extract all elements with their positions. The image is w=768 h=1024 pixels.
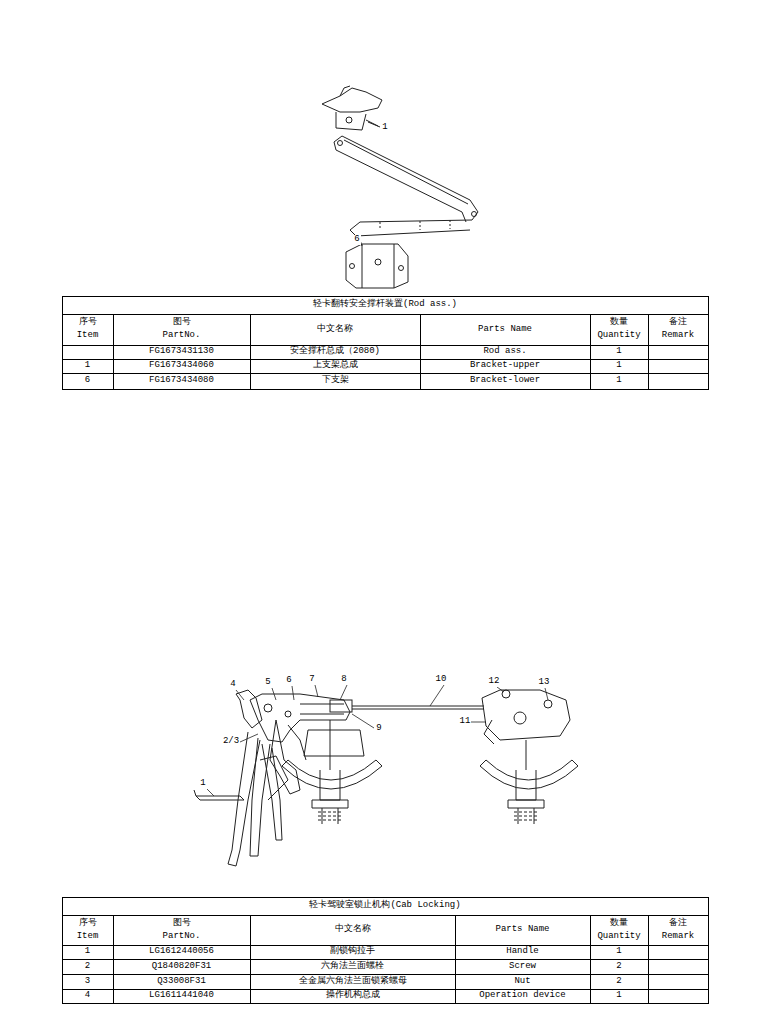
table-cell: 2 xyxy=(590,974,648,989)
table-cell: 数量 xyxy=(590,315,648,331)
callout-text: 13 xyxy=(538,678,551,688)
callout-text: 1 xyxy=(199,779,206,789)
table-cell: 4 xyxy=(62,989,113,1003)
callout-text: 1 xyxy=(381,123,388,133)
table-cell: 数量 xyxy=(590,916,648,931)
table-cell: 下支架 xyxy=(250,373,420,389)
callout-text: 10 xyxy=(435,675,448,685)
lock-hook xyxy=(282,720,382,824)
callout-text: 8 xyxy=(340,675,347,685)
table-cell: Handle xyxy=(455,945,590,959)
table-cell: Item xyxy=(62,329,113,345)
callout-number: 9 xyxy=(369,723,389,735)
callout-number: 8 xyxy=(334,674,354,686)
upper-bracket xyxy=(322,86,382,130)
callout-number: 12 xyxy=(484,676,504,688)
table-cell: 1 xyxy=(590,345,648,359)
table-cell: 中文名称 xyxy=(250,314,420,345)
table-cell: 序号 xyxy=(62,315,113,331)
callout-number: 6 xyxy=(347,234,367,246)
table-cell: 安全撑杆总成（2080) xyxy=(250,345,420,359)
table-cell: 轻卡驾驶室锁止机构(Cab Locking) xyxy=(62,897,708,915)
table-cell: 1 xyxy=(62,359,113,373)
table-cell: 备注 xyxy=(648,916,708,931)
table-cell: 1 xyxy=(62,945,113,959)
leader-line xyxy=(206,685,548,796)
table-cell: 1 xyxy=(590,373,648,389)
table-cell: Nut xyxy=(455,974,590,989)
table-cell: 1 xyxy=(590,359,648,373)
callout-text: 7 xyxy=(308,675,315,685)
operation-device xyxy=(236,690,352,794)
lock-mechanism xyxy=(480,690,578,824)
callout-number: 1 xyxy=(193,778,213,790)
table-cell: 备注 xyxy=(648,315,708,331)
table-cell: 操作机构总成 xyxy=(250,989,455,1003)
callout-text: 6 xyxy=(353,235,360,245)
table-cell: Quantity xyxy=(590,929,648,944)
table-cell: 上支架总成 xyxy=(250,359,420,373)
callout-text: 4 xyxy=(229,680,236,690)
table-cell: Parts Name xyxy=(455,915,590,945)
callout-number: 2/3 xyxy=(221,736,241,748)
table-cell: Operation device xyxy=(455,989,590,1003)
table-grid xyxy=(62,297,709,390)
table-cell: 中文名称 xyxy=(250,915,455,945)
handle-lever xyxy=(194,732,288,866)
callout-text: 9 xyxy=(375,724,382,734)
table-cell: 副锁钩拉手 xyxy=(250,945,455,959)
table-cell: Q1840820F31 xyxy=(113,959,250,974)
callout-number: 5 xyxy=(258,677,278,689)
callout-text: 2/3 xyxy=(222,737,240,747)
callout-text: 11 xyxy=(459,717,472,727)
table-cell: 1 xyxy=(590,945,648,959)
callout-number: 6 xyxy=(279,675,299,687)
table-cell: 全金属六角法兰面锁紧螺母 xyxy=(250,974,455,989)
table-cell: PartNo. xyxy=(113,329,250,345)
table-cell: 轻卡翻转安全撑杆装置(Rod ass.) xyxy=(62,296,708,314)
table-cell: Rod ass. xyxy=(420,345,590,359)
table-cell: PartNo. xyxy=(113,929,250,944)
table-cell: Parts Name xyxy=(420,314,590,345)
table-grid xyxy=(62,898,709,1004)
table-cell: 图号 xyxy=(113,315,250,331)
callout-number: 1 xyxy=(375,122,395,134)
rod xyxy=(334,136,478,236)
table-cell: Bracket-lower xyxy=(420,373,590,389)
table-cell: FG1673431130 xyxy=(113,345,250,359)
callout-number: 4 xyxy=(223,679,243,691)
table-cell: 序号 xyxy=(62,916,113,931)
table-cell: Bracket-upper xyxy=(420,359,590,373)
table-cell: Item xyxy=(62,929,113,944)
table-cell: LG1612440056 xyxy=(113,945,250,959)
table-cell: 1 xyxy=(590,989,648,1003)
callout-number: 10 xyxy=(431,674,451,686)
table-cell: FG1673434060 xyxy=(113,359,250,373)
table-cell: 六角法兰面螺栓 xyxy=(250,959,455,974)
table-cell: Remark xyxy=(648,929,708,944)
callout-number: 7 xyxy=(302,674,322,686)
table-cell: FG1673434080 xyxy=(113,373,250,389)
table-cell: Remark xyxy=(648,329,708,345)
callout-number: 13 xyxy=(534,677,554,689)
table-cell: 2 xyxy=(62,959,113,974)
table-cell: Q33008F31 xyxy=(113,974,250,989)
connecting-rod xyxy=(352,706,484,709)
callout-number: 11 xyxy=(455,716,475,728)
callout-text: 5 xyxy=(264,678,271,688)
table-cell: 图号 xyxy=(113,916,250,931)
callout-text: 6 xyxy=(285,676,292,686)
table-cell: Screw xyxy=(455,959,590,974)
table-cell: 3 xyxy=(62,974,113,989)
table-cell: 2 xyxy=(590,959,648,974)
callout-text: 12 xyxy=(488,677,501,687)
table-cell: Quantity xyxy=(590,329,648,345)
table-cell: 6 xyxy=(62,373,113,389)
lower-bracket xyxy=(346,244,408,288)
table-cell: LG1611441040 xyxy=(113,989,250,1003)
